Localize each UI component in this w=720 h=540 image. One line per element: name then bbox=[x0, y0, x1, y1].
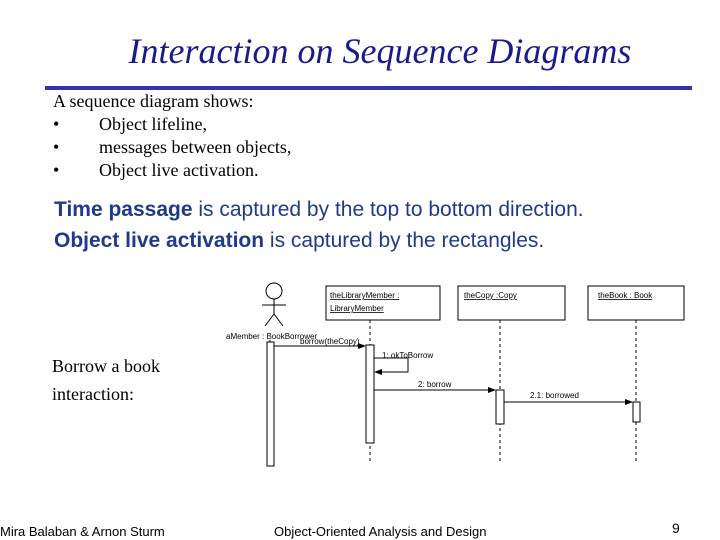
caption-line: Borrow a book bbox=[52, 356, 160, 376]
activation-bar bbox=[365, 344, 375, 444]
bullet-item: • Object live activation. bbox=[53, 159, 258, 182]
intro-text: A sequence diagram shows: bbox=[53, 91, 254, 111]
self-message-arrow bbox=[374, 357, 409, 373]
arrowhead-icon bbox=[488, 387, 496, 393]
explanation-block: Time passage is captured by the top to b… bbox=[54, 194, 584, 256]
activation-desc: is captured by the rectangles. bbox=[264, 229, 545, 252]
object-label: theCopy :Copy bbox=[464, 291, 517, 300]
arrowhead-icon bbox=[374, 369, 382, 375]
activation-bar bbox=[495, 389, 505, 425]
page-number: 9 bbox=[672, 520, 680, 536]
object-label: theBook : Book bbox=[598, 291, 653, 300]
time-passage-term: Time passage bbox=[54, 198, 193, 221]
object-box bbox=[587, 285, 685, 321]
footer-authors: Mira Balaban & Arnon Sturm bbox=[0, 524, 165, 539]
arrowhead-icon bbox=[625, 399, 633, 405]
sequence-diagram: aMember : BookBorrower theLibraryMember … bbox=[226, 282, 685, 467]
object-label: LibraryMember bbox=[330, 304, 384, 313]
bullet-icon: • bbox=[53, 137, 60, 157]
arrowhead-icon bbox=[358, 343, 366, 349]
activation-bar bbox=[266, 341, 275, 467]
bullet-item: • messages between objects, bbox=[53, 136, 291, 159]
bullet-text: messages between objects, bbox=[99, 137, 292, 157]
object-label: theLibraryMember : bbox=[330, 291, 399, 300]
message-label: 1: okToBorrow bbox=[382, 351, 433, 360]
slide-title: Interaction on Sequence Diagrams bbox=[128, 31, 632, 71]
intro-block: A sequence diagram shows: • Object lifel… bbox=[53, 90, 291, 182]
activation-term: Object live activation bbox=[54, 229, 265, 252]
time-passage-line: Time passage is captured by the top to b… bbox=[54, 194, 584, 225]
footer-course: Object-Oriented Analysis and Design bbox=[274, 524, 487, 539]
actor-label: aMember : BookBorrower bbox=[226, 332, 317, 341]
actor-icon bbox=[262, 282, 286, 327]
title-divider bbox=[45, 86, 692, 90]
caption-line: interaction: bbox=[52, 384, 134, 404]
bullet-item: • Object lifeline, bbox=[53, 113, 253, 136]
object-box bbox=[325, 285, 441, 321]
message-label: borrow(theCopy) bbox=[300, 337, 360, 346]
activation-bar bbox=[632, 401, 641, 423]
message-label: 2.1: borrowed bbox=[530, 391, 579, 400]
diagram-caption: Borrow a book interaction: bbox=[52, 352, 160, 408]
bullet-text: Object live activation. bbox=[99, 160, 259, 180]
message-label: 2: borrow bbox=[418, 380, 452, 389]
bullet-icon: • bbox=[53, 114, 60, 134]
time-passage-desc: is captured by the top to bottom directi… bbox=[192, 198, 584, 221]
bullet-text: Object lifeline, bbox=[99, 114, 207, 134]
activation-line: Object live activation is captured by th… bbox=[54, 225, 584, 256]
object-box bbox=[457, 285, 566, 321]
bullet-icon: • bbox=[53, 160, 60, 180]
